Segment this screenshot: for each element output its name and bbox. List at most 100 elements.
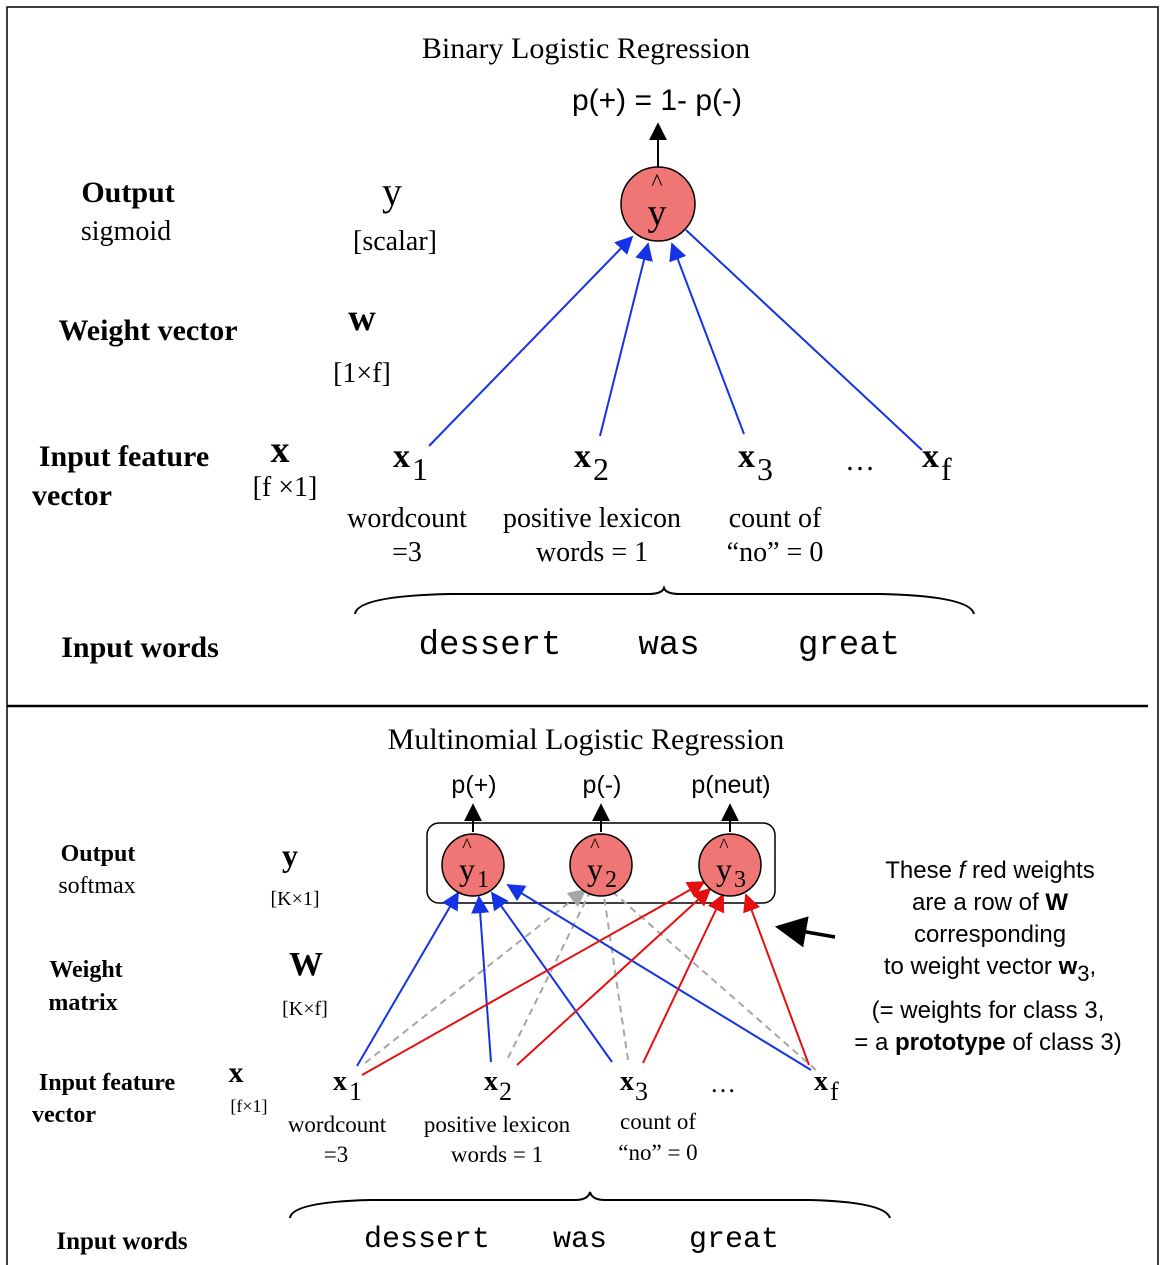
- red-edge-x1: [361, 881, 706, 1076]
- note-line2-a: are a row of: [912, 889, 1045, 916]
- multinomial-feature-ellipsis: …: [710, 1069, 736, 1098]
- note-line1-a: These: [885, 857, 958, 884]
- blue-edge-xf: [506, 884, 812, 1071]
- note-line-3: corresponding: [914, 921, 1066, 948]
- multi-x1-sub: 1: [349, 1077, 362, 1106]
- binary-feature-ellipsis: …: [845, 444, 875, 477]
- binary-word-2: was: [638, 627, 699, 665]
- node-1-hat: ^: [462, 835, 472, 857]
- multi-x3-desc2: “no” = 0: [618, 1140, 697, 1165]
- multi-x2-desc1: positive lexicon: [424, 1112, 571, 1137]
- binary-x3-sub: 3: [757, 451, 773, 487]
- binary-x-symbol: x: [271, 429, 290, 471]
- binary-y-symbol: y: [382, 169, 402, 214]
- note-line4-w: w: [1058, 953, 1078, 980]
- multi-x1-desc1: wordcount: [288, 1112, 387, 1137]
- gray-edge-x1: [364, 888, 587, 1064]
- node-3-sub: 3: [734, 867, 746, 893]
- note-line2-W: W: [1045, 889, 1068, 916]
- node-1-y: y: [459, 851, 475, 887]
- binary-input-label-line2: vector: [32, 479, 112, 512]
- binary-weight-label: Weight vector: [58, 314, 237, 347]
- note-line6-c: of class 3): [1006, 1029, 1122, 1056]
- multi-xf-sub: f: [830, 1077, 839, 1106]
- multi-x2-desc2: words = 1: [451, 1142, 543, 1167]
- binary-x2-base: x: [574, 438, 591, 475]
- node-1-circle: [441, 833, 505, 897]
- node-3-y: y: [716, 851, 732, 887]
- binary-x1-sub: 1: [412, 451, 428, 487]
- binary-output-probability: p(+) = 1- p(-): [572, 84, 742, 117]
- multinomial-x-dim: [f×1]: [230, 1096, 267, 1116]
- binary-word-1: dessert: [419, 627, 562, 665]
- figure-border: [6, 6, 1159, 1265]
- note-line-6: = a prototype of class 3): [854, 1029, 1121, 1056]
- binary-x3-desc2: “no” = 0: [727, 537, 824, 568]
- node-2-sub: 2: [605, 867, 617, 893]
- binary-y-dim: [scalar]: [353, 226, 437, 257]
- binary-output-node: y ^: [620, 166, 696, 242]
- multi-x3-base: x: [620, 1066, 634, 1097]
- binary-x2-desc2: words = 1: [536, 537, 648, 568]
- note-line1-f: f: [959, 857, 968, 884]
- binary-w-dim: [1×f]: [333, 358, 391, 389]
- binary-input-label-line1: Input feature: [39, 440, 209, 473]
- multinomial-input-label-line2: vector: [32, 1102, 96, 1128]
- multinomial-word-1: dessert: [364, 1223, 490, 1257]
- multinomial-blue-edges: [356, 884, 812, 1071]
- class3-weights-note: These f red weights are a row of W corre…: [854, 857, 1121, 1056]
- multinomial-prob-2: p(-): [583, 771, 622, 799]
- note-line6-a: = a: [854, 1029, 895, 1056]
- multinomial-feature-x3: x 3 count of “no” = 0: [618, 1066, 697, 1165]
- node-3-hat: ^: [719, 835, 729, 857]
- binary-feature-x2: x 2 positive lexicon words = 1: [503, 438, 681, 568]
- multinomial-node-3: y ^ 3: [698, 833, 762, 897]
- binary-x2-sub: 2: [593, 451, 609, 487]
- multinomial-prob-1: p(+): [451, 771, 496, 799]
- blue-edge-x2: [471, 895, 492, 1063]
- multinomial-word-2: was: [553, 1223, 607, 1257]
- multinomial-weight-label-line2: matrix: [48, 990, 117, 1016]
- multinomial-x-symbol: x: [229, 1056, 244, 1089]
- binary-node-y: y: [648, 192, 667, 234]
- multinomial-word-3: great: [689, 1223, 779, 1257]
- gray-edge-x3: [603, 895, 629, 1061]
- multinomial-red-edges: [361, 881, 810, 1076]
- multinomial-y-dim: [K×1]: [270, 888, 319, 910]
- binary-x2-desc1: positive lexicon: [503, 503, 681, 534]
- binary-xf-sub: f: [941, 451, 952, 487]
- multinomial-w-symbol: W: [289, 946, 323, 983]
- note-line1-c: red weights: [965, 857, 1094, 884]
- multinomial-input-label-line1: Input feature: [39, 1070, 176, 1096]
- node-1-sub: 1: [477, 867, 489, 893]
- binary-x1-desc2: =3: [392, 537, 422, 568]
- binary-x3-base: x: [738, 438, 755, 475]
- note-line-4: to weight vector w3,: [884, 953, 1096, 986]
- multinomial-node-2: y ^ 2: [569, 833, 633, 897]
- multinomial-feature-xf: x f: [814, 1066, 839, 1106]
- multinomial-w-dim: [K×f]: [282, 998, 328, 1020]
- node-2-circle: [569, 833, 633, 897]
- red-edge-xf: [743, 893, 810, 1066]
- multi-x2-base: x: [484, 1066, 498, 1097]
- note-line4-sub: 3: [1077, 961, 1089, 986]
- note-line6-prototype: prototype: [895, 1029, 1006, 1056]
- binary-feature-x1: x 1 wordcount =3: [347, 438, 467, 568]
- binary-words-brace: [354, 584, 975, 615]
- softmax-box: [426, 822, 776, 904]
- binary-w-symbol: w: [348, 297, 376, 339]
- binary-word-3: great: [798, 627, 900, 665]
- binary-xf-base: x: [922, 438, 939, 475]
- multi-x1-desc2: =3: [324, 1142, 348, 1167]
- multinomial-words-brace: [289, 1191, 891, 1219]
- multi-x3-sub: 3: [635, 1077, 648, 1106]
- gray-edge-x2: [507, 891, 591, 1059]
- multi-xf-base: x: [814, 1066, 828, 1097]
- red-edge-x3: [642, 893, 725, 1064]
- binary-feature-x3: x 3 count of “no” = 0: [727, 438, 824, 568]
- gray-edge-xf: [613, 892, 817, 1071]
- multinomial-output-sublabel: softmax: [58, 873, 135, 899]
- note-line-5: (= weights for class 3,: [872, 997, 1105, 1024]
